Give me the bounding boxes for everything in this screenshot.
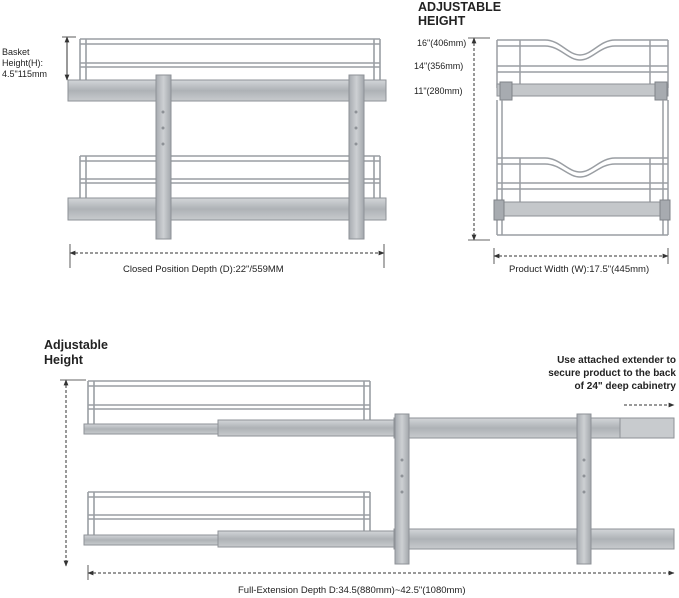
basket-height-label-3: 4.5"115mm bbox=[2, 69, 48, 79]
extended-rear-post bbox=[576, 413, 592, 565]
lower-slide-middle bbox=[217, 530, 395, 548]
extended-side-view bbox=[60, 379, 675, 580]
rear-post bbox=[348, 74, 365, 240]
lower-basket bbox=[79, 155, 381, 200]
lower-basket-front bbox=[497, 157, 668, 205]
bottom-adjustable-title-2: Height bbox=[44, 353, 83, 367]
upper-rail bbox=[67, 79, 387, 102]
height-option-14: 14"(356mm) bbox=[414, 61, 464, 71]
extended-front-post bbox=[394, 413, 410, 565]
upper-extender bbox=[619, 417, 675, 439]
lower-tray-front bbox=[496, 201, 669, 217]
extender-note-line-1: Use attached extender to bbox=[557, 355, 676, 366]
upper-slide-inner bbox=[83, 423, 221, 435]
upper-tray-front bbox=[496, 83, 669, 97]
product-width-label: Product Width (W):17.5"(445mm) bbox=[509, 264, 650, 275]
extender-note: Use attached extender to secure product … bbox=[500, 354, 676, 393]
full-extension-label: Full-Extension Depth D:34.5(880mm)~42.5"… bbox=[238, 585, 466, 596]
height-option-11: 11"(280mm) bbox=[414, 86, 463, 96]
height-option-16: 16"(406mm) bbox=[417, 38, 467, 48]
extender-note-line-3: of 24" deep cabinetry bbox=[574, 381, 676, 392]
upper-extended-basket bbox=[87, 380, 371, 426]
basket-height-label-2: Height(H): bbox=[2, 58, 44, 68]
closed-depth-label: Closed Position Depth (D):22"/559MM bbox=[123, 264, 284, 275]
upper-slide-middle bbox=[217, 419, 395, 437]
lower-rail bbox=[67, 197, 387, 221]
adjustable-height-title-1: ADJUSTABLE bbox=[418, 0, 502, 14]
basket-height-label-1: Basket bbox=[2, 47, 30, 57]
adjustable-height-title-2: HEIGHT bbox=[418, 14, 466, 28]
lower-extended-basket bbox=[87, 491, 371, 537]
extender-note-line-2: secure product to the back bbox=[548, 368, 676, 379]
bottom-adjustable-title-1: Adjustable bbox=[44, 338, 108, 352]
upper-basket bbox=[79, 38, 381, 82]
front-post bbox=[155, 74, 172, 240]
lower-slide-outer bbox=[393, 528, 675, 550]
closed-side-view bbox=[62, 36, 387, 268]
front-view bbox=[468, 37, 671, 264]
lower-slide-inner bbox=[83, 534, 221, 546]
upper-basket-front bbox=[496, 39, 669, 90]
